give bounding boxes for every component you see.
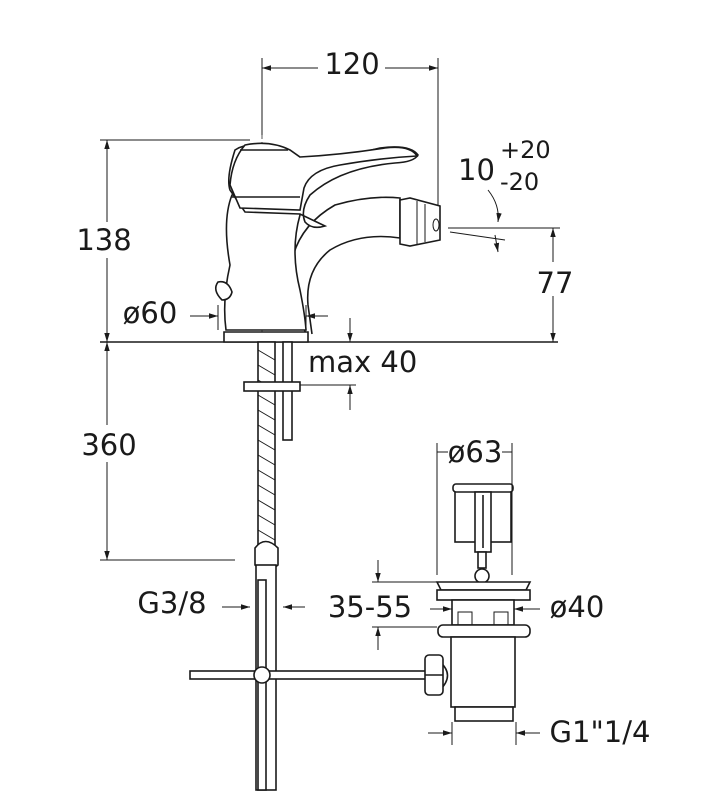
waste-assembly	[424, 483, 532, 722]
dimension-138: 138	[76, 139, 250, 342]
tilt-minus: -20	[500, 168, 539, 196]
dimension-d60: ø60	[123, 296, 328, 330]
dim-35-55-label: 35-55	[328, 590, 412, 624]
faucet-body	[214, 142, 441, 343]
dim-138-label: 138	[76, 223, 131, 257]
tilt-plus: +20	[500, 136, 551, 164]
dimension-d40: ø40	[430, 590, 604, 624]
dimension-tilt: 10 +20 -20	[449, 136, 551, 253]
flexible-hose	[243, 341, 301, 791]
popup-rod	[189, 579, 428, 791]
dim-360-label: 360	[81, 428, 136, 462]
dimension-77: 77	[448, 227, 578, 342]
dim-d40-label: ø40	[550, 590, 605, 624]
dim-d60-label: ø60	[123, 296, 178, 330]
dimension-g114: G1"1/4	[428, 715, 650, 749]
dim-g38-label: G3/8	[137, 586, 206, 620]
dim-120-label: 120	[324, 47, 379, 81]
dimension-g38: G3/8	[137, 586, 305, 620]
dimension-360: 360	[81, 342, 235, 561]
dim-77-label: 77	[537, 266, 574, 300]
tilt-nominal: 10	[458, 153, 495, 187]
dimension-max40: max 40	[290, 318, 417, 410]
dimension-d63: ø63	[436, 435, 513, 575]
dim-max40-label: max 40	[308, 345, 417, 379]
dim-g114-label: G1"1/4	[550, 715, 651, 749]
dimension-120: 120	[261, 47, 439, 225]
dim-d63-label: ø63	[448, 435, 503, 469]
dimension-35-55: 35-55	[328, 560, 437, 650]
